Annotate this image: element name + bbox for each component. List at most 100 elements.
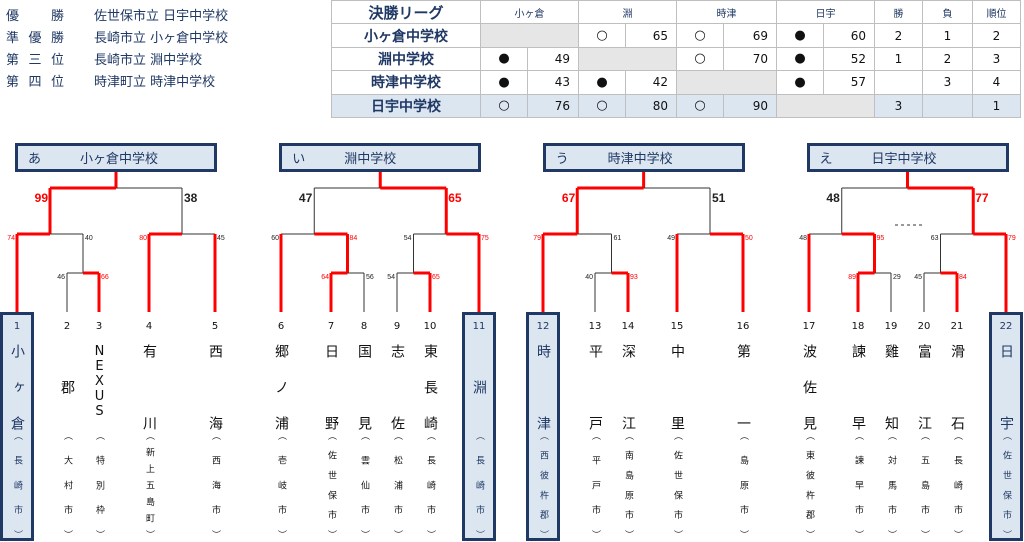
team-name: 波佐見 bbox=[801, 344, 817, 430]
league-score: 80 bbox=[625, 93, 677, 119]
match-score: 47 bbox=[298, 191, 313, 205]
team-municipality: （平戸市） bbox=[590, 431, 600, 539]
block-winner-school: 小ヶ倉中学校 bbox=[80, 152, 159, 167]
team-municipality: （南島原市） bbox=[623, 431, 633, 539]
league-score: 69 bbox=[723, 23, 777, 48]
losses-header: 負 bbox=[922, 0, 973, 25]
team-name: 中里 bbox=[669, 344, 685, 430]
block-header: え 日宇中学校 bbox=[806, 143, 1009, 172]
team-name: 有川 bbox=[141, 344, 157, 430]
team-name: 郷ノ浦 bbox=[273, 344, 289, 430]
team-number: 6 bbox=[277, 321, 285, 332]
match-score: 75 bbox=[481, 235, 489, 242]
block-winner-school: 淵中学校 bbox=[344, 152, 397, 167]
match-score: 74 bbox=[7, 235, 15, 242]
match-score: 79 bbox=[533, 235, 541, 242]
block-label: え bbox=[819, 152, 833, 167]
seeded-team-box bbox=[526, 312, 560, 541]
match-score: 45 bbox=[217, 235, 225, 242]
team-number: 19 bbox=[884, 321, 898, 332]
team-municipality: （新上五島町） bbox=[144, 431, 154, 539]
match-score: 38 bbox=[184, 191, 198, 205]
block-winner-school: 日宇中学校 bbox=[871, 152, 937, 167]
team-number: 17 bbox=[802, 321, 816, 332]
team-number: 7 bbox=[327, 321, 335, 332]
result-row: 優勝佐世保市立 日宇中学校 bbox=[6, 5, 228, 24]
team-name: 日野 bbox=[323, 344, 339, 430]
league-rank: 3 bbox=[972, 46, 1021, 72]
league-school: 小ヶ倉中学校 bbox=[331, 23, 481, 48]
match-score: 54 bbox=[387, 274, 395, 281]
result-rank-label: 優勝 bbox=[6, 9, 64, 24]
match-score: 84 bbox=[349, 235, 358, 242]
team-name: 平戸 bbox=[587, 344, 603, 430]
team-name: 小ヶ倉 bbox=[9, 344, 25, 430]
league-self-cell bbox=[776, 93, 875, 119]
match-score: 65 bbox=[432, 274, 440, 281]
team-municipality: （対馬市） bbox=[886, 431, 896, 539]
seeded-team-box bbox=[989, 312, 1023, 541]
result-school: 長崎市立 淵中学校 bbox=[94, 53, 203, 68]
match-score: 50 bbox=[745, 235, 753, 242]
win-mark-icon: ○ bbox=[578, 93, 626, 119]
win-mark-icon: ○ bbox=[676, 46, 724, 72]
result-school: 時津町立 時津中学校 bbox=[94, 75, 216, 90]
team-number: 13 bbox=[588, 321, 602, 332]
league-wins: 2 bbox=[874, 23, 923, 48]
team-municipality: （長崎市） bbox=[425, 431, 435, 539]
block-winner-school: 時津中学校 bbox=[607, 152, 673, 167]
team-number: 22 bbox=[999, 321, 1013, 332]
match-score: 29 bbox=[893, 274, 901, 281]
match-score: 89 bbox=[848, 274, 856, 281]
team-number: 11 bbox=[472, 321, 486, 332]
team-name: 滑石 bbox=[949, 344, 965, 430]
match-score: 65 bbox=[448, 191, 462, 205]
league-rank: 1 bbox=[972, 93, 1021, 119]
team-municipality: （佐世保市） bbox=[1001, 431, 1011, 539]
team-name: NEXUS bbox=[92, 344, 107, 419]
match-score: 63 bbox=[930, 235, 939, 242]
team-number: 16 bbox=[736, 321, 750, 332]
block-label: う bbox=[555, 152, 569, 167]
team-municipality: （諫早市） bbox=[853, 431, 863, 539]
win-mark-icon: ○ bbox=[676, 23, 724, 48]
team-name: 国見 bbox=[356, 344, 372, 430]
team-number: 20 bbox=[917, 321, 931, 332]
match-score: 84 bbox=[959, 274, 967, 281]
team-number: 14 bbox=[621, 321, 635, 332]
match-score: 80 bbox=[139, 235, 147, 242]
match-score: 99 bbox=[34, 191, 48, 205]
team-name: 富江 bbox=[916, 344, 932, 430]
block-header: い淵中学校 bbox=[279, 143, 482, 172]
league-school: 日宇中学校 bbox=[331, 93, 481, 119]
win-mark-icon: ○ bbox=[480, 93, 528, 119]
team-name: 日宇 bbox=[998, 344, 1014, 430]
result-row: 第三位長崎市立 淵中学校 bbox=[6, 49, 202, 68]
team-number: 1 bbox=[13, 321, 21, 332]
league-wins bbox=[874, 70, 923, 95]
team-number: 15 bbox=[670, 321, 684, 332]
team-municipality: （佐世保市） bbox=[672, 431, 682, 539]
team-name: 西海 bbox=[207, 344, 223, 430]
result-school: 長崎市立 小ヶ倉中学校 bbox=[94, 31, 229, 46]
loss-mark-icon: ● bbox=[480, 70, 528, 95]
win-mark-icon: ○ bbox=[676, 93, 724, 119]
team-name: 郡 bbox=[59, 380, 75, 394]
team-municipality: （壱岐市） bbox=[276, 431, 286, 539]
team-municipality: （島原市） bbox=[738, 431, 748, 539]
team-number: 18 bbox=[851, 321, 865, 332]
league-score: 43 bbox=[527, 70, 579, 95]
team-municipality: （西彼杵郡） bbox=[538, 431, 548, 539]
match-score: 40 bbox=[585, 274, 593, 281]
league-score: 76 bbox=[527, 93, 579, 119]
team-municipality: （西海市） bbox=[210, 431, 220, 539]
result-row: 準優勝長崎市立 小ヶ倉中学校 bbox=[6, 27, 228, 46]
team-name: 志佐 bbox=[389, 344, 405, 430]
match-score: 60 bbox=[271, 235, 279, 242]
team-municipality: （長崎市） bbox=[952, 431, 962, 539]
block-label: あ bbox=[28, 152, 42, 167]
